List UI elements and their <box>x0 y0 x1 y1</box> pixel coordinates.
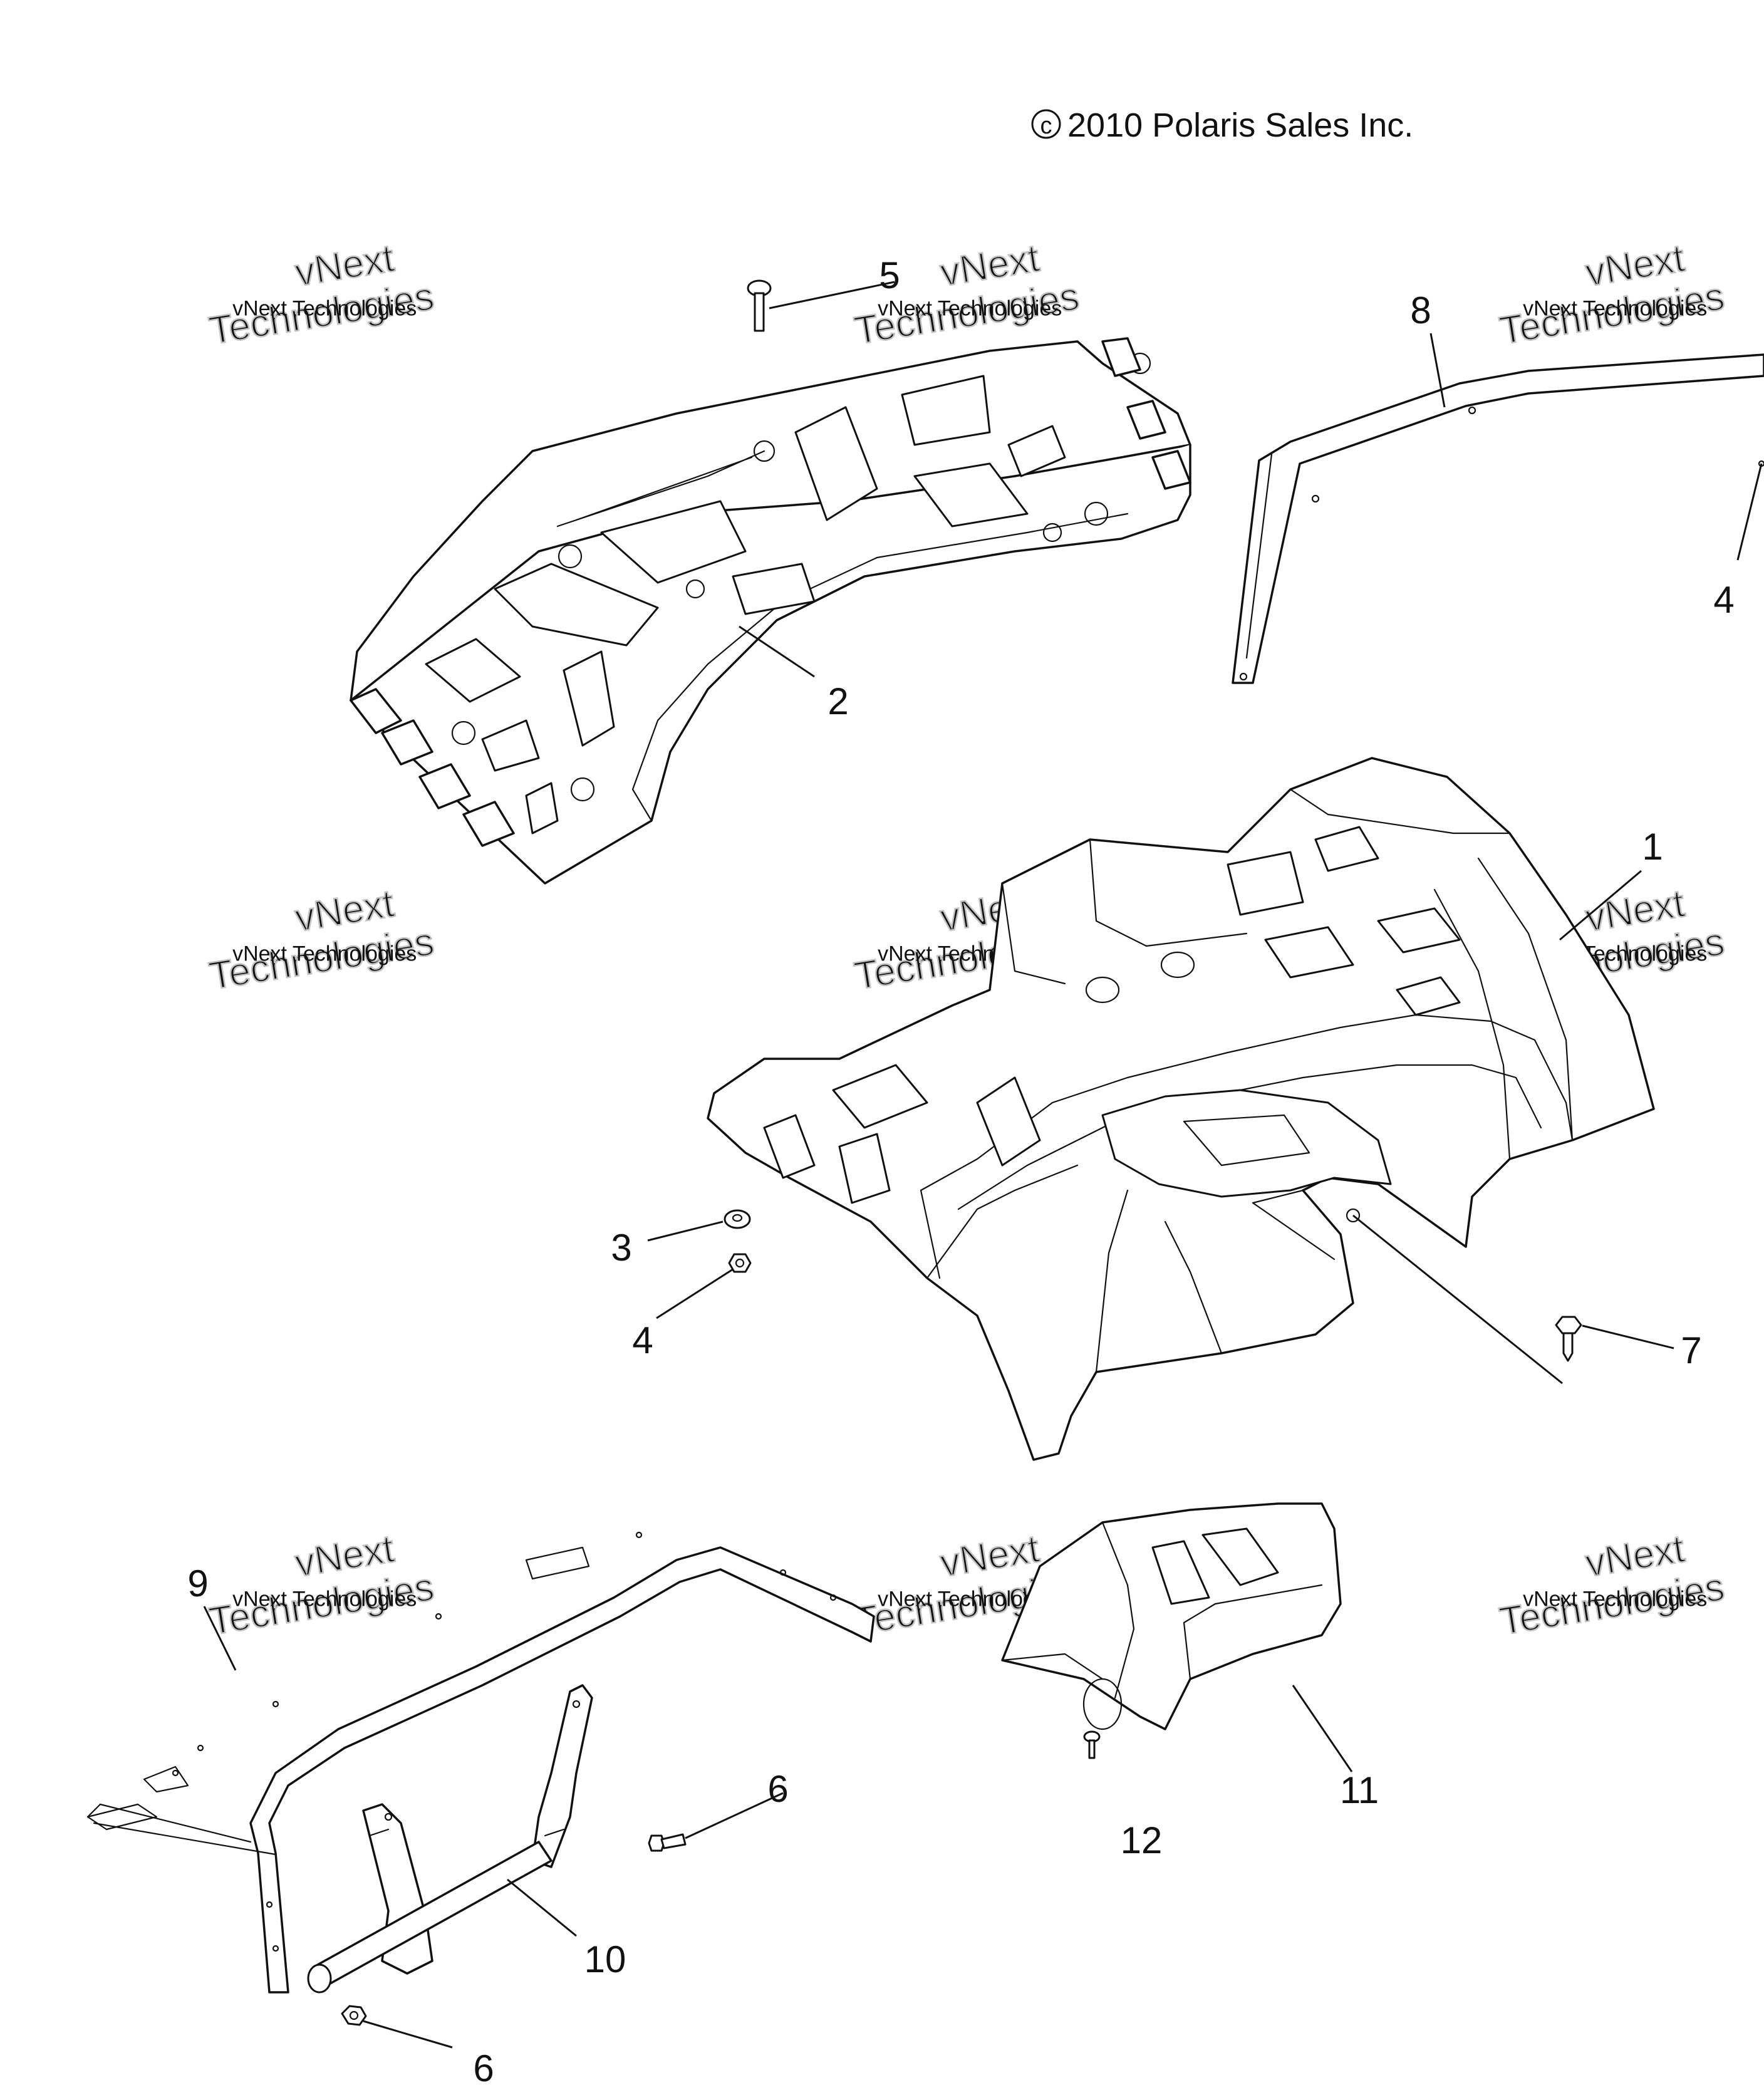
washer-part-3 <box>724 1209 751 1229</box>
rear-cab-part-1 <box>707 757 1655 1461</box>
rack-tube-part-9 <box>86 1531 875 1994</box>
callout-6-upper: 6 <box>767 1768 788 1810</box>
leader-8 <box>1429 333 1446 408</box>
leader-5 <box>769 281 895 309</box>
copyright-text: 2010 Polaris Sales Inc. <box>1067 107 1413 144</box>
watermark-small: vNext Technologies <box>232 942 417 966</box>
watermark: vNext Technologies vNext Technologies <box>205 881 438 999</box>
watermark-small: vNext Technologies <box>1523 297 1707 321</box>
copyright-symbol: c <box>1040 113 1052 139</box>
callout-4-lower: 4 <box>632 1319 653 1361</box>
watermark: vNext Technologies vNext Technologies <box>1496 1526 1728 1644</box>
callout-11: 11 <box>1340 1769 1379 1811</box>
leader-7 <box>1582 1324 1674 1349</box>
leader-11 <box>1292 1685 1353 1772</box>
leader-lines <box>203 281 1763 2049</box>
watermark: vNext Technologies vNext Technologies <box>205 1526 438 1644</box>
callout-1: 1 <box>1642 826 1663 868</box>
leader-9 <box>203 1606 237 1671</box>
callout-9: 9 <box>187 1562 208 1604</box>
rivet-part-7 <box>1555 1316 1582 1362</box>
fender-part-11 <box>1001 1502 1342 1730</box>
callout-12: 12 <box>1121 1819 1163 1861</box>
callout-8: 8 <box>1410 289 1431 331</box>
callout-7: 7 <box>1681 1329 1701 1371</box>
callout-5: 5 <box>879 254 900 296</box>
bracket-part-10 <box>307 1684 593 1994</box>
watermark-small: vNext Technologies <box>878 297 1062 321</box>
leader-6-upper <box>685 1792 784 1839</box>
rack-tube-part-8 <box>1232 353 1764 684</box>
callout-3: 3 <box>611 1227 631 1269</box>
leader-1 <box>1559 870 1642 941</box>
callout-labels: 1 2 3 4 4 5 6 6 7 8 9 10 11 12 <box>187 254 1734 2085</box>
callout-4-upper: 4 <box>1713 579 1734 621</box>
leader-7-body <box>1352 1214 1563 1385</box>
nut-part-4 <box>728 1253 752 1273</box>
rack-top-part-2 <box>350 337 1191 885</box>
callout-6-lower: 6 <box>473 2047 494 2085</box>
callout-10: 10 <box>584 1938 626 1980</box>
watermark-small: vNext Technologies <box>1523 1588 1707 1611</box>
bolt-part-6-upper <box>648 1833 687 1852</box>
leader-6-lower <box>363 2020 453 2049</box>
copyright-circle <box>1031 109 1061 139</box>
watermark-small: vNext Technologies <box>232 297 417 321</box>
watermark: vNext Technologies vNext Technologies <box>1496 236 1728 353</box>
copyright-notice: c 2010 Polaris Sales Inc. <box>1031 107 1413 144</box>
leader-10 <box>507 1878 577 1937</box>
screw-part-12 <box>1083 1730 1101 1759</box>
bolt-part-6-lower <box>341 2005 367 2026</box>
leader-3 <box>647 1220 724 1242</box>
watermark: vNext Technologies vNext Technologies <box>205 236 438 353</box>
leader-4-lower <box>656 1268 734 1319</box>
callout-2: 2 <box>828 680 848 722</box>
bolt-part-5 <box>747 279 772 332</box>
watermark-small: vNext Technologies <box>232 1588 417 1611</box>
leader-4-upper <box>1736 463 1763 561</box>
leader-2 <box>739 625 815 678</box>
